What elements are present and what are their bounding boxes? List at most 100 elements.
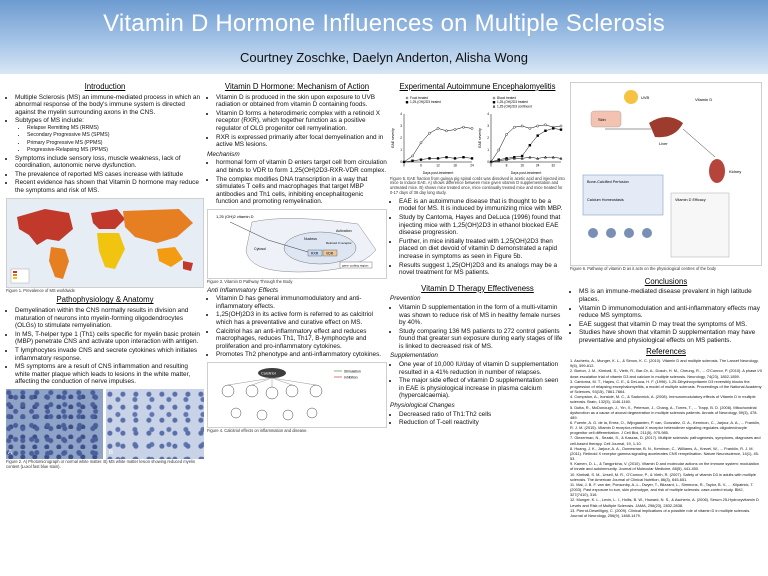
y-axis-label: EAE severity	[478, 128, 482, 148]
x-tick-label: 24	[470, 163, 474, 167]
data-point	[436, 126, 440, 130]
fig3-caption: Figure 3. Vitamin D Pathway Through the …	[207, 278, 293, 284]
column-4: UVB Skin Liver Kidney Vitamin D Bone-Cal…	[570, 80, 762, 518]
data-point	[512, 156, 516, 160]
histology-figure: A B	[6, 388, 204, 459]
eae-title: Experimental Autoimmune Encephalomyeliti…	[399, 82, 556, 91]
y-tick-label: 1	[400, 148, 402, 152]
data-point	[445, 155, 448, 158]
data-point	[419, 141, 423, 144]
x-tick-label: 32	[551, 163, 555, 167]
intro-bullet: Recent evidence has shown that Vitamin D…	[15, 179, 204, 194]
x-tick-label: 24	[536, 163, 540, 167]
mechanism-detail-list: hormonal form of vitamin D enters target…	[207, 159, 387, 206]
poster-authors: Courtney Zoschke, Daelyn Anderton, Alish…	[239, 50, 529, 65]
therapy-bullet: One year of 10,000 IU/day of vitamin D s…	[399, 361, 565, 376]
pathway-label-gene: gene coding region	[342, 263, 369, 267]
conclusion-bullet: MS is an immune-mediated disease prevale…	[579, 288, 762, 303]
reference-item: 1. Ascherio, A., Munger, K. L., & Simon,…	[570, 358, 759, 369]
patho-bullet: MS symptoms are a result of CNS inflamma…	[15, 363, 204, 386]
data-point	[497, 148, 501, 151]
data-point	[520, 156, 524, 160]
eae-bullet: Further, in mice initially treated with …	[399, 238, 565, 261]
reference-item: 10. Kimball, S. M., Ursell, M. R., O'Con…	[570, 471, 756, 482]
series-line	[403, 126, 473, 162]
anti-inflammatory-bullet: 1,25(OH)2D3 in its active form is referr…	[216, 311, 387, 326]
patho-bullet: Demyelination within the CNS normally re…	[15, 307, 204, 330]
subtype-list: Relapse Remitting MS (RRMS) Secondary Pr…	[15, 125, 204, 154]
calcitriol-label: Calcitriol	[261, 372, 276, 376]
y-tick-label: 4	[400, 112, 402, 116]
vitd-label: Vitamin D	[695, 97, 712, 102]
conclusions-list: MS is an immune-mediated disease prevale…	[570, 288, 762, 344]
intro-bullet: Subtypes of MS include: Relapse Remittin…	[15, 117, 204, 153]
reference-item: 8. Huang, J. K., Jarjour, A. A., Oumesma…	[570, 445, 760, 462]
therapy-physiological-list: Decreased ratio of Th1:Th2 cells Reducti…	[390, 411, 565, 427]
pathway-label-rxr: RXR	[311, 251, 319, 255]
kidney-label: Kidney	[729, 169, 741, 174]
vitd-pathway-diagram: 1,25 (OH)2 vitamin D Activation Nucleus …	[216, 214, 377, 273]
histology-normal-image	[6, 388, 103, 459]
pathway-label-rxr-full: Retinoid X receptor	[326, 241, 352, 245]
legend-label: Blood treated	[497, 96, 516, 100]
subtype-item: Primary Progressive MS (PPMS)	[27, 140, 204, 146]
data-point	[445, 129, 448, 132]
data-point	[520, 124, 524, 127]
data-point	[402, 160, 406, 163]
x-axis-label: Days post-treatment	[423, 171, 454, 175]
data-point	[544, 129, 547, 132]
x-tick-label: 12	[436, 163, 440, 167]
liver-label: Liver	[659, 141, 668, 146]
data-point	[462, 155, 465, 158]
mechanism-bullet: The complex modifies DNA transcription i…	[216, 176, 387, 206]
column-1: Introduction Multiple Sclerosis (MS) an …	[6, 80, 204, 471]
data-point	[462, 125, 465, 129]
therapy-supplementation-heading: Supplementation	[390, 352, 438, 360]
box-efficacy-label: Vitamin D Efficacy	[675, 198, 706, 202]
subtype-item: Secondary Progressive MS (SPMS)	[27, 132, 204, 138]
legend-marker	[405, 96, 409, 99]
legend-marker	[492, 96, 496, 99]
y-tick-label: 2	[400, 136, 402, 140]
data-point	[559, 156, 563, 160]
eae-bullet: Results suggest 1,25(OH)2D3 and its anal…	[399, 262, 565, 277]
subtype-item: Progressive-Relapsing MS (PPMS)	[27, 147, 204, 153]
data-point	[551, 155, 555, 158]
y-tick-label: 3	[487, 124, 489, 128]
box-calcium-label: Calcium Homeostasis	[587, 198, 624, 202]
data-point	[453, 127, 457, 131]
mechanism-title: Vitamin D Hormone: Mechanism of Action	[224, 82, 370, 91]
reference-item: 6. Fuente, A. G. de la, Errea, O., Wijng…	[570, 420, 761, 436]
intro-bullet: Symptoms include sensory loss, muscle we…	[15, 155, 204, 170]
reference-item: 13. Pierrot-Deseilligny, C. (2009). Clin…	[570, 507, 751, 518]
fig4-caption: Figure 4. Calcitriol effects on inflamma…	[207, 428, 308, 434]
therapy-bullet: Study comparing 136 MS patients to 272 c…	[399, 328, 565, 351]
vitd-body-pathway-figure: UVB Skin Liver Kidney Vitamin D Bone-Cal…	[570, 82, 762, 266]
x-tick-label: 0	[490, 163, 492, 167]
eae-list: EAE is an autoimmune disease that is tho…	[390, 198, 565, 277]
y-tick-label: 0	[487, 160, 489, 164]
patho-list: Demyelination within the CNS normally re…	[6, 307, 204, 386]
x-axis-label: Days post-treatment	[511, 171, 542, 175]
data-point	[436, 156, 440, 160]
therapy-bullet: Vitamin D supplementation in the form of…	[399, 304, 565, 327]
references-title: References	[646, 346, 686, 356]
data-point	[505, 157, 508, 161]
legend-marker	[405, 100, 409, 103]
mechanism-bullet: RXR is expressed primarily after focal d…	[216, 134, 387, 149]
fig6-caption: Figure 6. Pathway of vitamin D as it act…	[570, 266, 717, 271]
vitd-body-pathway-diagram: UVB Skin Liver Kidney Vitamin D Bone-Cal…	[582, 90, 741, 258]
y-tick-label: 4	[487, 112, 489, 116]
legend-stimulation: Stimulation	[344, 369, 361, 373]
therapy-bullet: The major side effect of vitamin D suppl…	[399, 377, 565, 400]
anti-inflammatory-list: Vitamin D has general immunomodulatory a…	[207, 295, 387, 359]
data-point	[536, 156, 540, 160]
therapy-supplementation-list: One year of 10,000 IU/day of vitamin D s…	[390, 361, 565, 400]
intro-bullet: Multiple Sclerosis (MS) an immune-mediat…	[15, 94, 204, 117]
eae-bullet: Study by Cantorna, Hayes and DeLuca (199…	[399, 214, 565, 237]
legend-marker	[492, 104, 496, 108]
data-point	[559, 124, 563, 127]
series-line	[490, 127, 562, 162]
pathway-label-nucleus: Nucleus	[304, 237, 317, 241]
subtype-item: Relapse Remitting MS (RRMS)	[27, 125, 204, 131]
